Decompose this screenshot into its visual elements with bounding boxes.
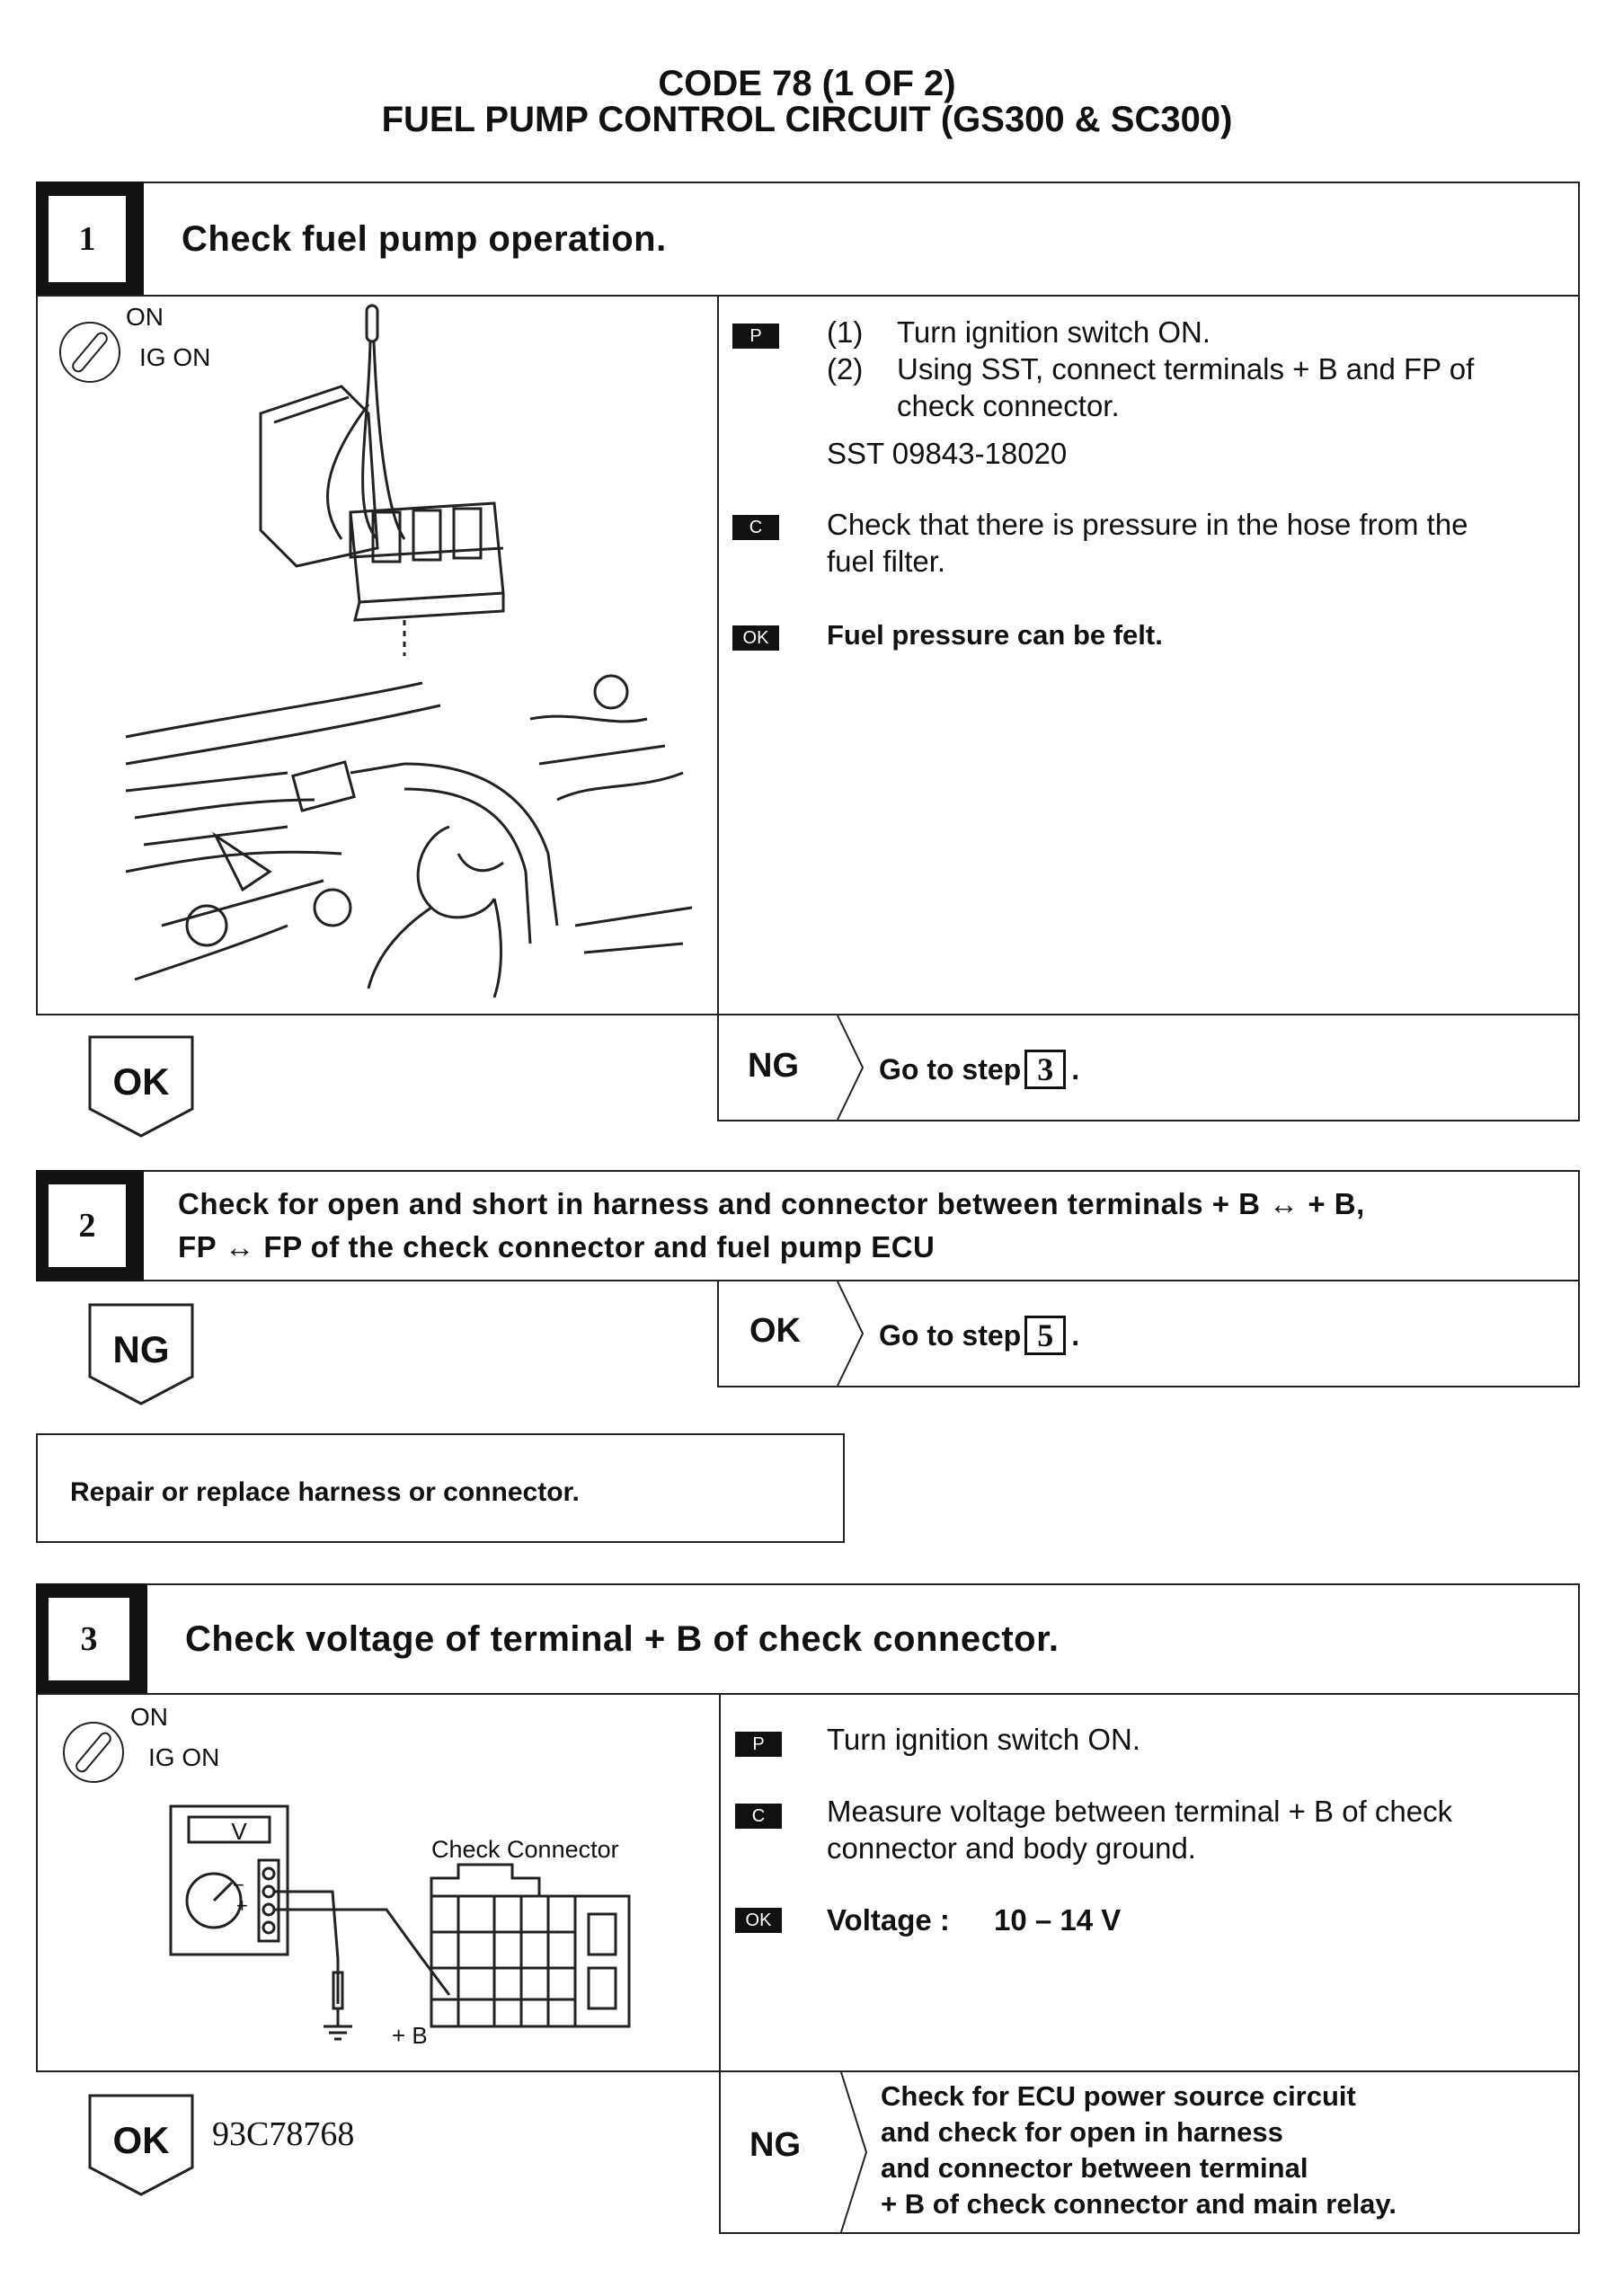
tag-p-prepare: P: [735, 1732, 782, 1757]
tag-c-check: C: [735, 1804, 782, 1829]
ignition-key-icon: [63, 1722, 124, 1783]
voltmeter-connector-illustration: [169, 1804, 631, 2041]
check-connector-label: Check Connector: [431, 1836, 619, 1863]
step3-c-text-line1: Measure voltage between terminal + B of …: [827, 1795, 1453, 1828]
ig-on-label: IG ON: [148, 1743, 220, 1771]
step2-ng-badge-shape: [88, 1303, 194, 1405]
step3-ok-voltage-label: Voltage :: [827, 1903, 950, 1937]
voltmeter-label: V: [231, 1818, 247, 1845]
step3-number: 3: [49, 1598, 129, 1680]
step3-ng-action: Check for ECU power source circuit and c…: [881, 2079, 1397, 2222]
step3-p-text: Turn ignition switch ON.: [827, 1723, 1141, 1756]
step1-p2-text-line1: Using SST, connect terminals + B and FP …: [897, 352, 1475, 386]
ignition-key-icon: [59, 322, 120, 383]
tag-p-prepare: P: [732, 324, 779, 349]
step3-ng-label: NG: [749, 2126, 801, 2164]
step3-number-badge: 3: [36, 1583, 147, 1695]
step2-ng-badge: NG: [112, 1328, 170, 1370]
step1-ng-result-box: [717, 1014, 1580, 1121]
step1-title: Check fuel pump operation.: [182, 218, 667, 259]
step1-ok-badge: OK: [112, 1060, 170, 1103]
step2-title-line2: FP ↔ FP of the check connector and fuel …: [178, 1230, 936, 1263]
step1-p1-text: Turn ignition switch ON.: [897, 315, 1211, 349]
step3-title: Check voltage of terminal + B of check c…: [185, 1618, 1060, 1659]
step3-ng-result-box: [719, 2070, 1580, 2234]
tag-ok-condition: OK: [732, 625, 779, 651]
page-title-circuit: FUEL PUMP CONTROL CIRCUIT (GS300 & SC300…: [381, 100, 1233, 139]
step1-ok-badge-shape: [88, 1035, 194, 1138]
ng-action-line2: and check for open in harness: [881, 2116, 1283, 2148]
step1-p2-text-line2: check connector.: [897, 389, 1120, 422]
step1-p1-number: (1): [827, 315, 864, 349]
tag-c-check: C: [732, 515, 779, 540]
meter-plus-label: +: [236, 1894, 248, 1917]
ng-arrow-divider: [837, 1015, 865, 1121]
ok-arrow-divider: [837, 1281, 865, 1387]
step2-number-badge: 2: [36, 1170, 144, 1281]
terminal-b-label: + B: [392, 2022, 428, 2049]
ng-action-line1: Check for ECU power source circuit: [881, 2080, 1356, 2112]
step2-goto-step[interactable]: Go to step 5 .: [879, 1311, 1079, 1360]
meter-minus-label: −: [233, 1874, 244, 1896]
goto-text: Go to step: [879, 1318, 1022, 1352]
tag-ok-condition: OK: [735, 1908, 782, 1933]
step3-ok-badge-shape: [88, 2094, 194, 2196]
step2-title-line1: Check for open and short in harness and …: [178, 1187, 1365, 1220]
step3-ok-voltage-value: 10 – 14 V: [994, 1903, 1122, 1937]
ig-on-label: IG ON: [139, 343, 211, 371]
step2-ok-label: OK: [749, 1312, 801, 1350]
goto-text: Go to step: [879, 1052, 1022, 1086]
step1-number-badge: 1: [36, 182, 144, 297]
step1-ng-label: NG: [748, 1047, 799, 1085]
step2-ok-result-box: [717, 1280, 1580, 1387]
ig-on-top-label: ON: [130, 1703, 168, 1731]
step1-ok-text: Fuel pressure can be felt.: [827, 619, 1163, 651]
step2-title: Check for open and short in harness and …: [178, 1183, 1575, 1269]
goto-dot: .: [1071, 1052, 1080, 1086]
fuel-pump-check-illustration: [125, 304, 693, 998]
goto-dot: .: [1071, 1318, 1080, 1352]
repair-action-box: [36, 1433, 845, 1543]
step1-sst-number: SST 09843-18020: [827, 437, 1068, 470]
step2-number: 2: [49, 1184, 126, 1267]
ng-action-line3: and connector between terminal: [881, 2152, 1308, 2184]
step3-ok-badge: OK: [112, 2119, 170, 2161]
step1-instruction-panel: [717, 295, 1580, 1015]
page-title-code: CODE 78 (1 OF 2): [658, 64, 956, 103]
repair-action-text: Repair or replace harness or connector.: [70, 1477, 580, 1507]
step-ref-5[interactable]: 5: [1024, 1316, 1067, 1355]
figure-reference-code: 93C78768: [212, 2115, 355, 2153]
step3-c-text-line2: connector and body ground.: [827, 1831, 1196, 1865]
ng-action-line4: + B of check connector and main relay.: [881, 2188, 1397, 2220]
step1-c-text-line2: fuel filter.: [827, 545, 946, 578]
ng-arrow-divider: [840, 2071, 868, 2233]
step1-number: 1: [49, 196, 126, 282]
step1-p2-number: (2): [827, 352, 864, 386]
step-ref-3[interactable]: 3: [1024, 1050, 1067, 1089]
step1-goto-step[interactable]: Go to step 3 .: [879, 1045, 1079, 1094]
step1-c-text-line1: Check that there is pressure in the hose…: [827, 508, 1468, 541]
ig-on-top-label: ON: [126, 303, 164, 331]
